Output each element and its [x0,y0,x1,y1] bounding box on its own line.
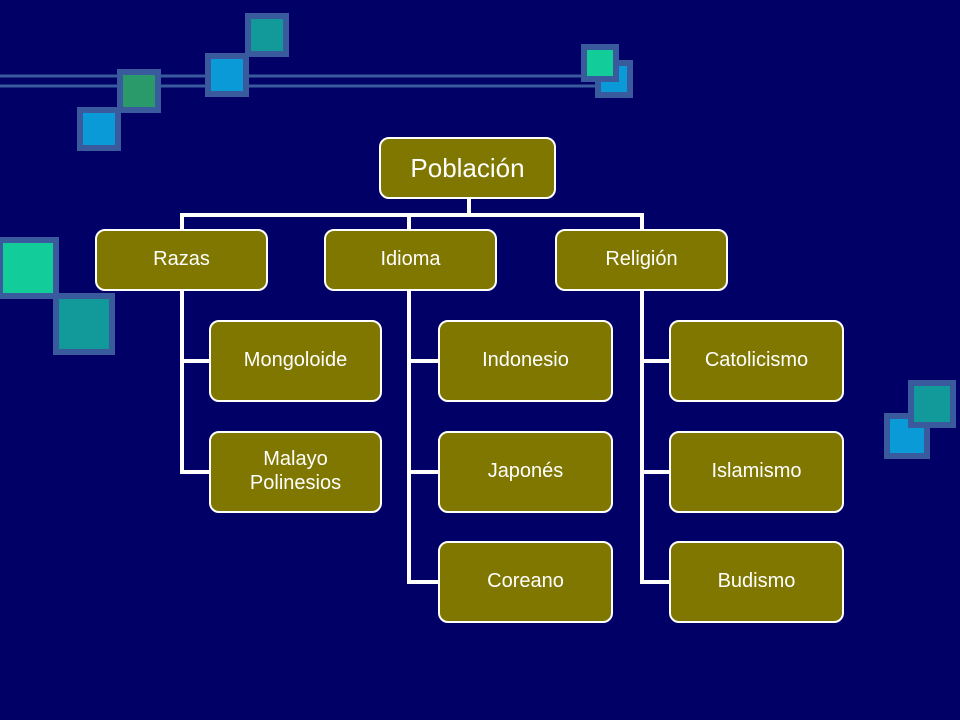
connector-razas-child-2 [180,470,210,474]
leaf-node-budismo: Budismo [669,541,844,623]
connector-root-stem [467,198,471,216]
connector-razas-spine [180,290,184,474]
connector-idioma-child-3 [407,580,439,584]
leaf-node-coreano: Coreano [438,541,613,623]
decorative-squares [0,13,956,459]
connector-razas-child-1 [180,359,210,363]
connector-religion-drop [640,213,644,230]
branch-node-idioma: Idioma [324,229,497,291]
connector-religion-child-3 [640,580,670,584]
connector-idioma-spine [407,290,411,584]
connector-idioma-child-1 [407,359,439,363]
branch-node-religion: Religión [555,229,728,291]
connector-religion-spine [640,290,644,584]
leaf-node-islamismo: Islamismo [669,431,844,513]
decorative-lines [0,74,610,88]
connector-branch-bar [180,213,644,217]
branch-node-razas: Razas [95,229,268,291]
connector-razas-drop [180,213,184,230]
root-node: Población [379,137,556,199]
connector-idioma-drop [407,213,411,230]
connector-religion-child-2 [640,470,670,474]
leaf-node-japones: Japonés [438,431,613,513]
leaf-node-catolicismo: Catolicismo [669,320,844,402]
connector-religion-child-1 [640,359,670,363]
leaf-node-mongoloide: Mongoloide [209,320,382,402]
leaf-node-malayo-polinesios: Malayo Polinesios [209,431,382,513]
connector-idioma-child-2 [407,470,439,474]
leaf-node-indonesio: Indonesio [438,320,613,402]
